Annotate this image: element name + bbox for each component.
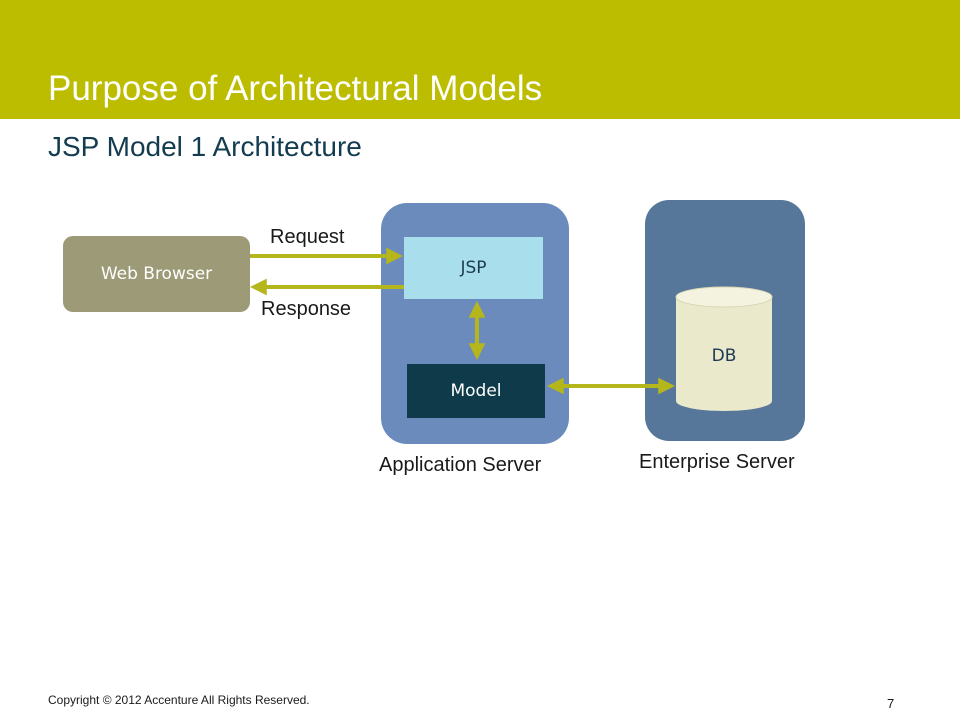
slide-subtitle: JSP Model 1 Architecture	[48, 131, 362, 162]
model-box: Model	[407, 364, 545, 418]
page-number: 7	[887, 696, 895, 711]
response-label: Response	[261, 298, 352, 320]
application-server-label: Application Server	[379, 454, 542, 476]
enterprise-server-label: Enterprise Server	[639, 451, 795, 473]
db-label: DB	[711, 346, 737, 366]
request-label: Request	[270, 226, 345, 248]
jsp-box: JSP	[404, 237, 543, 299]
db-cylinder	[675, 286, 773, 411]
slide-title: Purpose of Architectural Models	[48, 69, 543, 108]
web-browser-box: Web Browser	[63, 236, 250, 312]
header-band	[0, 0, 960, 119]
copyright-text: Copyright © 2012 Accenture All Rights Re…	[48, 693, 310, 707]
